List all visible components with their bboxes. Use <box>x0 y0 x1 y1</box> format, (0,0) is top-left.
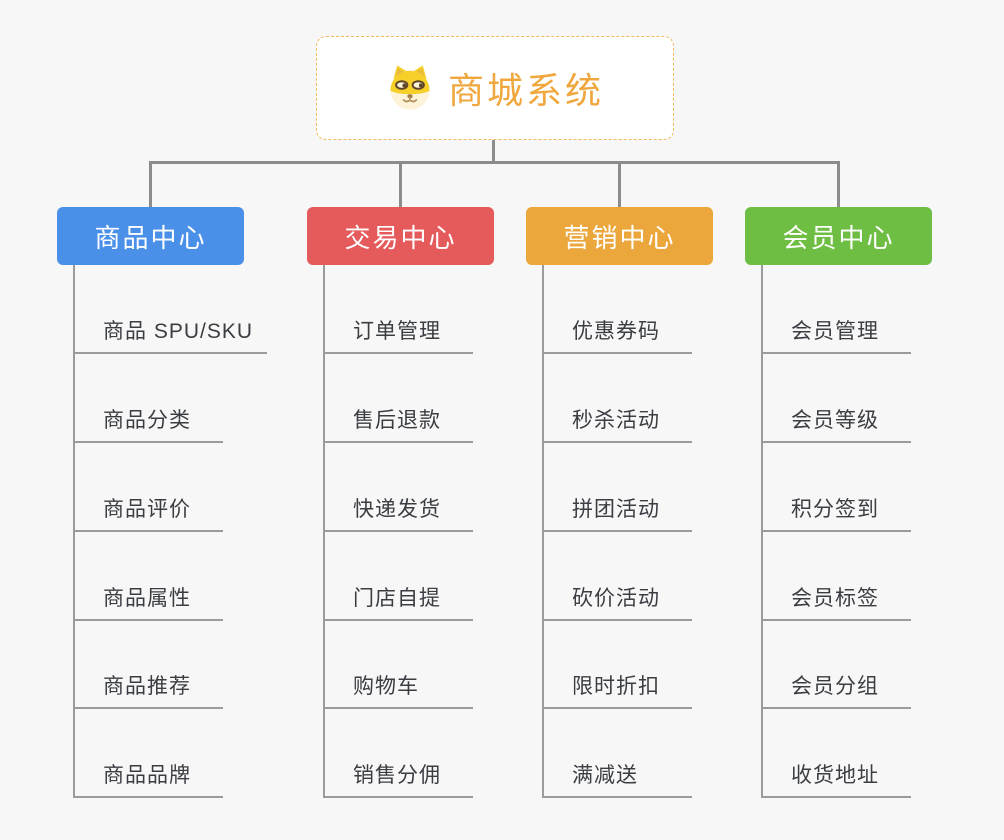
leaf-label: 优惠券码 <box>572 319 660 343</box>
leaf-label: 商品品牌 <box>103 764 191 788</box>
branch: 商品中心 商品 SPU/SKU 商品分类 商品评价 商品属性 商品推荐 商品品牌 <box>57 161 268 799</box>
leaf-node[interactable]: 会员标签 <box>761 532 911 621</box>
leaf-node[interactable]: 满减送 <box>542 709 692 799</box>
leaf-label: 收货地址 <box>791 764 879 788</box>
leaf-label: 会员标签 <box>791 586 879 610</box>
leaf-label: 销售分佣 <box>353 764 441 788</box>
leaf-node[interactable]: 会员分组 <box>761 621 911 710</box>
root-node[interactable]: 商城系统 <box>316 36 674 140</box>
branch-leaves: 会员管理 会员等级 积分签到 会员标签 会员分组 收货地址 <box>761 265 911 799</box>
branch-leaves: 商品 SPU/SKU 商品分类 商品评价 商品属性 商品推荐 商品品牌 <box>73 265 268 799</box>
leaf-node[interactable]: 会员管理 <box>761 265 911 354</box>
leaf-label: 门店自提 <box>353 586 441 610</box>
leaf-node[interactable]: 限时折扣 <box>542 621 692 710</box>
root-title: 商城系统 <box>447 70 604 111</box>
leaf-node[interactable]: 秒杀活动 <box>542 354 692 443</box>
branch-header[interactable]: 会员中心 <box>745 207 932 265</box>
leaf-node[interactable]: 会员等级 <box>761 354 911 443</box>
branch-label: 营销中心 <box>563 222 676 253</box>
leaf-node[interactable]: 收货地址 <box>761 709 911 799</box>
connector-branch-drop <box>837 161 840 207</box>
branch: 会员中心 会员管理 会员等级 积分签到 会员标签 会员分组 收货地址 <box>745 161 932 799</box>
leaf-label: 会员等级 <box>791 408 879 432</box>
connector-branch-drop <box>618 161 621 207</box>
leaf-node[interactable]: 商品评价 <box>73 443 223 532</box>
leaf-label: 满减送 <box>572 764 638 788</box>
branch-header[interactable]: 营销中心 <box>526 207 713 265</box>
branch-label: 商品中心 <box>94 222 207 253</box>
branch: 营销中心 优惠券码 秒杀活动 拼团活动 砍价活动 限时折扣 满减送 <box>526 161 713 799</box>
leaf-label: 会员分组 <box>791 675 879 699</box>
leaf-label: 会员管理 <box>791 319 879 343</box>
leaf-label: 售后退款 <box>353 408 441 432</box>
leaf-node[interactable]: 销售分佣 <box>323 709 473 799</box>
leaf-node[interactable]: 砍价活动 <box>542 532 692 621</box>
leaf-label: 商品 SPU/SKU <box>103 319 254 343</box>
branch-leaves: 优惠券码 秒杀活动 拼团活动 砍价活动 限时折扣 满减送 <box>542 265 692 799</box>
dog-icon <box>390 65 430 110</box>
leaf-label: 订单管理 <box>353 319 441 343</box>
branch-label: 会员中心 <box>782 222 895 253</box>
leaf-label: 商品属性 <box>103 586 191 610</box>
leaf-node[interactable]: 商品品牌 <box>73 709 223 799</box>
leaf-label: 商品推荐 <box>103 675 191 699</box>
leaf-node[interactable]: 订单管理 <box>323 265 473 354</box>
leaf-label: 限时折扣 <box>572 675 660 699</box>
connector-branch-drop <box>149 161 152 207</box>
leaf-label: 快递发货 <box>353 497 441 521</box>
leaf-label: 拼团活动 <box>572 497 660 521</box>
leaf-label: 砍价活动 <box>572 586 660 610</box>
leaf-node[interactable]: 积分签到 <box>761 443 911 532</box>
leaf-node[interactable]: 购物车 <box>323 621 473 710</box>
branch-leaves: 订单管理 售后退款 快递发货 门店自提 购物车 销售分佣 <box>323 265 473 799</box>
leaf-node[interactable]: 门店自提 <box>323 532 473 621</box>
connector-root-stem <box>492 140 495 163</box>
leaf-node[interactable]: 优惠券码 <box>542 265 692 354</box>
leaf-node[interactable]: 售后退款 <box>323 354 473 443</box>
branch-header[interactable]: 商品中心 <box>57 207 244 265</box>
connector-branch-drop <box>399 161 402 207</box>
branch-label: 交易中心 <box>344 222 457 253</box>
leaf-node[interactable]: 快递发货 <box>323 443 473 532</box>
leaf-label: 秒杀活动 <box>572 408 660 432</box>
leaf-label: 商品分类 <box>103 408 191 432</box>
leaf-node[interactable]: 商品属性 <box>73 532 223 621</box>
leaf-label: 积分签到 <box>791 497 879 521</box>
leaf-node[interactable]: 商品推荐 <box>73 621 223 710</box>
branch-header[interactable]: 交易中心 <box>307 207 494 265</box>
leaf-node[interactable]: 拼团活动 <box>542 443 692 532</box>
leaf-node[interactable]: 商品分类 <box>73 354 223 443</box>
connector-horizontal-line <box>149 161 840 164</box>
leaf-node[interactable]: 商品 SPU/SKU <box>73 265 268 354</box>
leaf-label: 商品评价 <box>103 497 191 521</box>
leaf-label: 购物车 <box>353 675 419 699</box>
branch: 交易中心 订单管理 售后退款 快递发货 门店自提 购物车 销售分佣 <box>307 161 494 799</box>
